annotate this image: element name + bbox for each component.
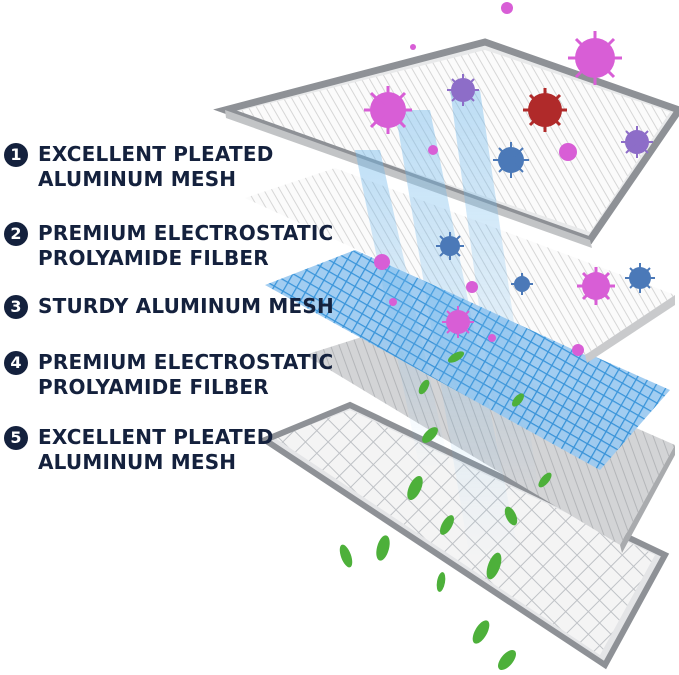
leaf-icon — [504, 506, 518, 526]
leaf-icon — [472, 620, 490, 644]
leaf-icon — [436, 572, 446, 592]
leaf-icon — [512, 393, 524, 407]
leaf-icon — [376, 535, 390, 561]
virus-icon — [442, 306, 474, 338]
virus-icon — [559, 143, 577, 161]
virus-icon — [523, 88, 567, 132]
virus-icon — [625, 263, 655, 293]
virus-group — [364, 2, 655, 356]
virus-icon — [374, 254, 390, 270]
leaf-icon — [422, 427, 438, 443]
virus-icon — [466, 281, 478, 293]
virus-icon — [501, 2, 513, 14]
leaf-icon — [498, 650, 516, 670]
virus-icon — [511, 273, 533, 295]
leaf-group — [339, 351, 552, 670]
virus-icon — [436, 232, 464, 260]
virus-icon — [572, 344, 584, 356]
leaf-icon — [447, 351, 465, 363]
layer-5-aluminum-mesh — [258, 401, 670, 670]
virus-icon — [621, 126, 653, 158]
leaf-icon — [486, 552, 502, 580]
virus-icon — [493, 142, 529, 178]
leaf-icon — [538, 472, 552, 488]
leaf-icon — [440, 515, 454, 535]
virus-icon — [364, 86, 412, 134]
leaf-icon — [339, 544, 353, 568]
virus-icon — [577, 267, 615, 305]
leaf-icon — [407, 475, 423, 501]
leaf-icon — [418, 379, 430, 395]
virus-icon — [447, 74, 479, 106]
virus-icon — [568, 31, 622, 85]
